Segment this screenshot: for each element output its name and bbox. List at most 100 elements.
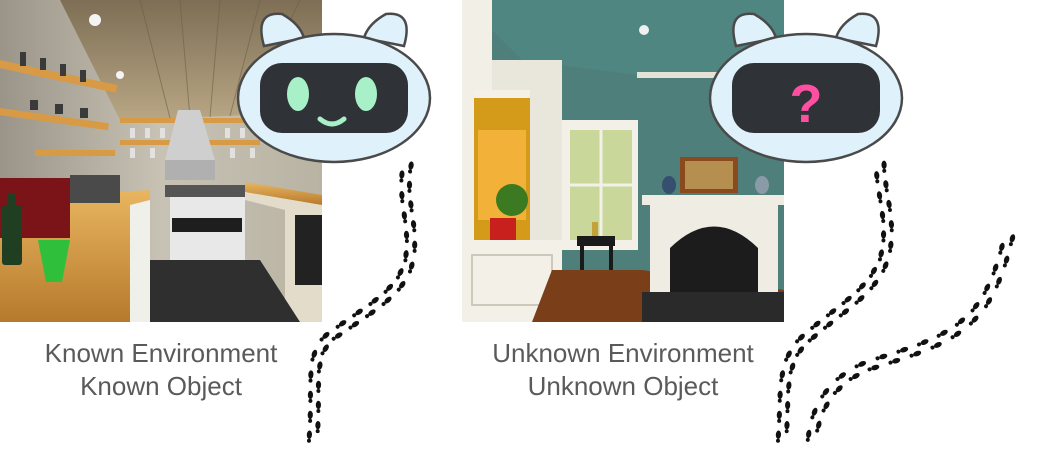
footprint xyxy=(316,361,323,374)
footprint xyxy=(820,388,830,399)
footprint xyxy=(970,301,980,313)
footprint xyxy=(984,297,993,309)
footprint xyxy=(383,283,394,294)
living-room-scene-image xyxy=(462,0,784,322)
footprint xyxy=(879,210,886,224)
footprint xyxy=(308,370,314,383)
right-caption-line2: Unknown Object xyxy=(527,371,719,401)
footprint xyxy=(998,242,1005,255)
footprint xyxy=(779,370,786,383)
footprint xyxy=(335,320,347,329)
footprint xyxy=(954,317,966,327)
footprint xyxy=(810,320,821,330)
footprint xyxy=(881,261,889,273)
footprint xyxy=(875,353,888,361)
footprint xyxy=(368,296,379,306)
footprint xyxy=(874,171,880,184)
footprint xyxy=(412,240,418,253)
footprint xyxy=(795,333,805,344)
footprint xyxy=(319,331,330,342)
footprint xyxy=(888,220,894,233)
footprint xyxy=(835,372,846,382)
footprint xyxy=(320,344,329,356)
footprint xyxy=(886,199,892,212)
footprint xyxy=(877,249,884,262)
footprint xyxy=(307,410,313,423)
footprint xyxy=(410,220,417,233)
footprint xyxy=(936,329,948,338)
footprint xyxy=(331,332,343,341)
footprint xyxy=(395,268,404,280)
footprint xyxy=(396,280,406,292)
footprint xyxy=(881,160,887,173)
footprint xyxy=(399,190,405,204)
footprint xyxy=(408,261,415,274)
footprint xyxy=(348,320,360,330)
footprint xyxy=(406,180,413,193)
footprint xyxy=(795,346,805,357)
footprint xyxy=(776,410,782,423)
footprint xyxy=(838,308,850,318)
footprint xyxy=(876,191,883,204)
footprint xyxy=(848,372,860,382)
footprint xyxy=(832,385,843,395)
footprint xyxy=(352,308,363,318)
footprint xyxy=(805,429,812,442)
footprint xyxy=(869,279,879,291)
footprint xyxy=(408,200,414,213)
footprint xyxy=(930,341,942,350)
footprint xyxy=(315,380,322,393)
footprint xyxy=(856,282,866,293)
right-caption: Unknown Environment Unknown Object xyxy=(462,337,784,403)
footprint xyxy=(784,350,792,362)
right-caption-line1: Unknown Environment xyxy=(492,338,754,368)
footprint xyxy=(315,420,321,434)
footprint xyxy=(950,330,962,340)
footprint xyxy=(880,230,887,243)
footprint xyxy=(785,400,791,414)
footprint xyxy=(810,407,818,420)
footprint xyxy=(883,180,889,193)
footprint xyxy=(401,211,408,224)
footprint xyxy=(784,421,790,434)
question-mark-icon: ? xyxy=(790,74,823,134)
robot-left-eye xyxy=(287,77,309,111)
footprint xyxy=(822,320,834,330)
footprint xyxy=(399,170,405,183)
robot-head-icon xyxy=(236,12,432,164)
footprint xyxy=(307,390,314,403)
left-caption-line1: Known Environment xyxy=(44,338,278,368)
footprint xyxy=(403,230,410,243)
footprint xyxy=(867,364,880,372)
robot-right-eye xyxy=(355,77,377,111)
footprint xyxy=(909,350,922,358)
footprint xyxy=(982,283,991,295)
footprint xyxy=(991,263,999,276)
left-caption-line2: Known Object xyxy=(80,371,242,401)
robot-head-icon-question: ? xyxy=(708,12,904,164)
footprint xyxy=(841,295,852,306)
footprint xyxy=(825,308,837,318)
footprint xyxy=(1008,234,1016,247)
footprint xyxy=(408,161,414,174)
footprint xyxy=(365,309,376,319)
footprint xyxy=(315,400,321,413)
robot-visor xyxy=(732,63,880,133)
robot-smile xyxy=(317,116,347,127)
footprint xyxy=(807,333,818,343)
footprint xyxy=(868,266,878,278)
footprint xyxy=(381,296,392,307)
footprint xyxy=(994,276,1002,289)
footprint xyxy=(306,430,312,443)
left-caption: Known Environment Known Object xyxy=(0,337,322,403)
footprint xyxy=(786,381,792,394)
footprint xyxy=(788,362,796,375)
footprint xyxy=(854,295,865,305)
footprint xyxy=(815,420,822,433)
footprint xyxy=(888,357,901,365)
footprint xyxy=(310,349,318,362)
footprint xyxy=(888,240,894,253)
footprint xyxy=(854,361,867,369)
footprint xyxy=(916,339,929,347)
